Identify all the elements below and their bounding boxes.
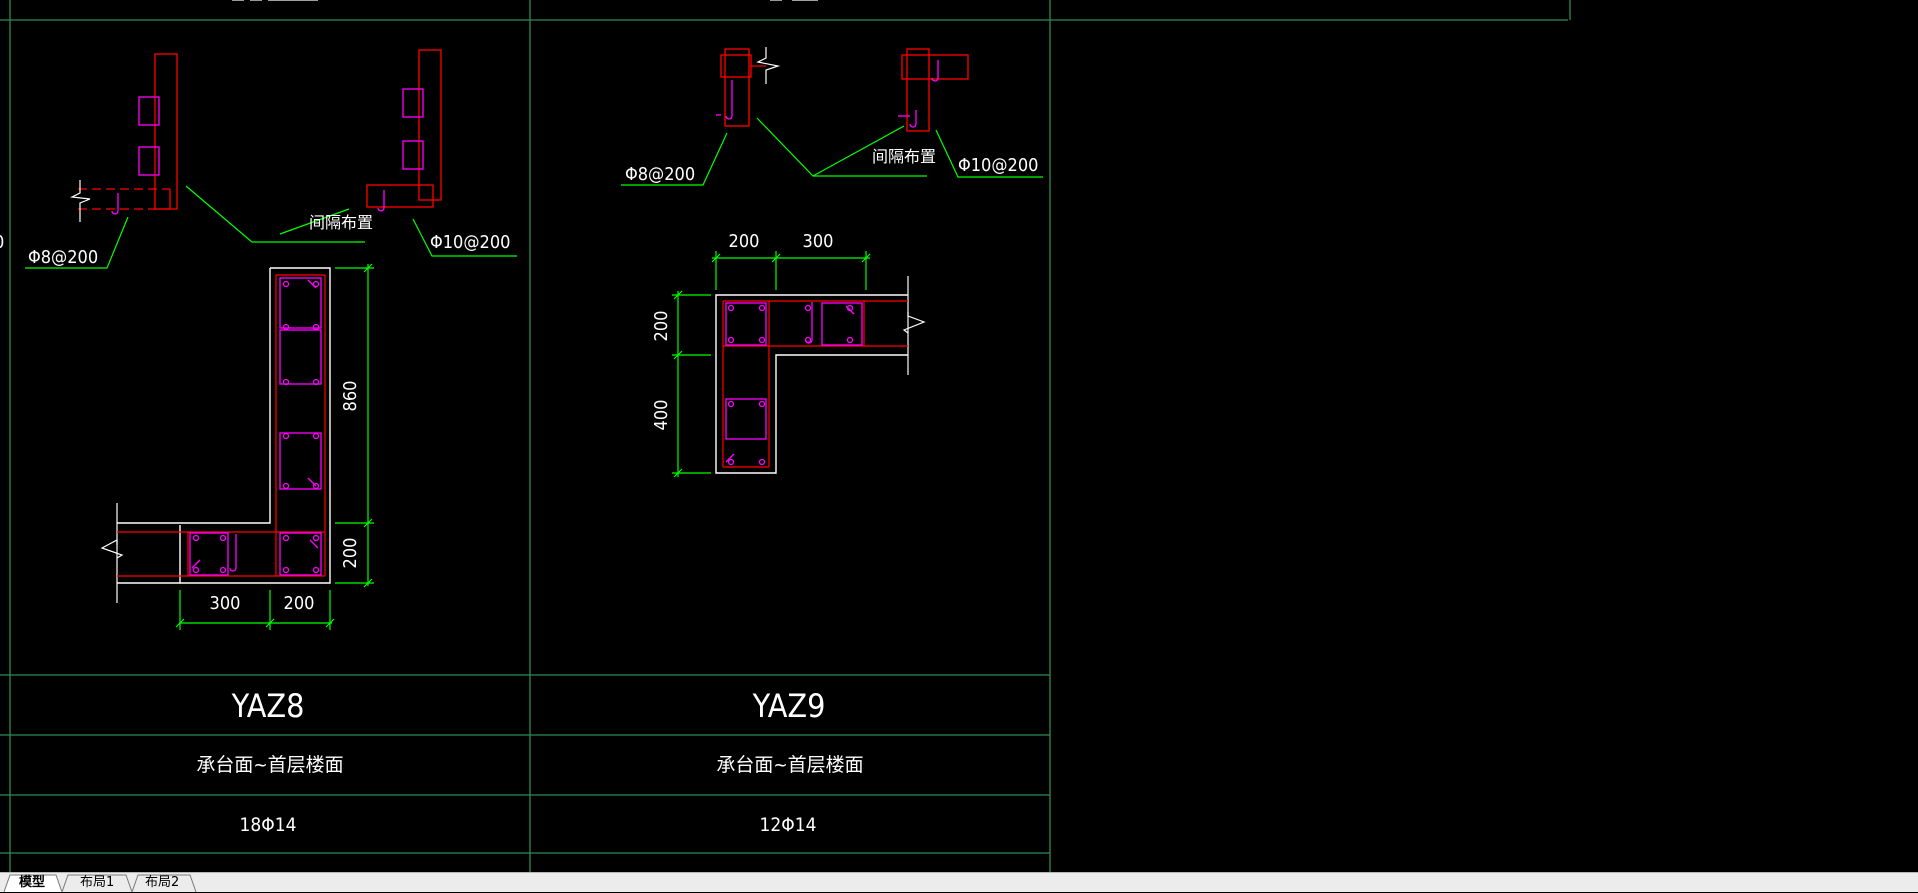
yaz9-left-tie-label: Φ8@200 [625,164,695,185]
yaz8-dim-v-1: 860 [340,381,361,412]
yaz9-note-label: 间隔布置 [872,147,936,166]
layout-tab-bar: 模型 布局1 布局2 [0,872,1918,893]
yaz9-dim-h-1: 200 [729,231,760,252]
yaz8-leaders [25,185,517,269]
yaz8-left-detail [69,53,178,222]
yaz8-right-tie-label: Φ10@200 [430,232,510,253]
model-space-canvas[interactable]: 间隔布置 Φ8@200 Φ10@200 0 [0,0,1918,872]
yaz8-section [100,267,331,603]
yaz9-detail: 间隔布置 Φ8@200 Φ10@200 [621,47,1043,478]
tab-model[interactable]: 模型 [19,875,46,890]
yaz9-dimensions [672,251,871,478]
yaz9-leaders [621,117,1043,186]
yaz9-right-tie-label: Φ10@200 [958,155,1038,176]
yaz9-section [715,276,926,474]
yaz8-dimensions [175,263,374,630]
yaz8-dim-h-2: 200 [284,593,315,614]
yaz9-elevation: 承台面~首层楼面 [716,754,863,776]
yaz8-dim-v-2: 200 [340,538,361,569]
yaz9-left-detail [716,47,781,127]
tab-layout2[interactable]: 布局2 [145,875,180,890]
yaz8-reinforcement: 18Φ14 [240,814,297,836]
yaz9-reinforcement: 12Φ14 [760,814,817,836]
tab-outline [3,874,197,893]
yaz8-name: YAZ8 [231,687,305,725]
yaz9-name: YAZ9 [752,687,826,725]
yaz9-right-detail [898,48,969,132]
yaz9-dim-v-1: 200 [651,311,672,342]
yaz8-detail: 间隔布置 Φ8@200 Φ10@200 0 [0,49,517,630]
yaz8-dim-h-1: 300 [210,593,241,614]
table-grid [0,0,1571,872]
yaz9-dim-v-2: 400 [651,400,672,431]
yaz9-dim-h-2: 300 [803,231,834,252]
yaz8-left-tie-label: Φ8@200 [28,247,98,268]
yaz8-right-detail [366,49,442,212]
yaz8-note-label: 间隔布置 [309,213,373,232]
left-margin-fragment: 0 [0,232,4,253]
yaz8-elevation: 承台面~首层楼面 [196,754,343,776]
tab-layout1[interactable]: 布局1 [80,875,115,890]
cad-drawing[interactable]: 间隔布置 Φ8@200 Φ10@200 0 [0,0,1918,872]
